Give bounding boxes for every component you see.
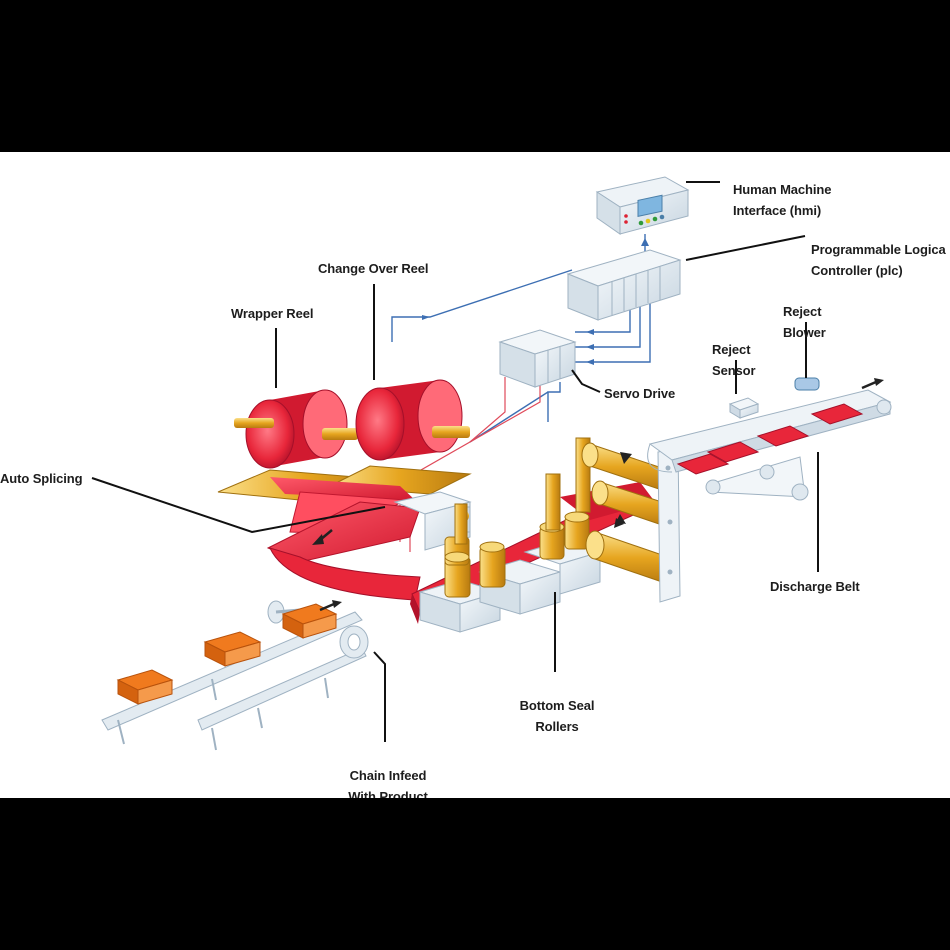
label-servo-drive: Servo Drive [604, 386, 676, 401]
infeed-products [116, 603, 338, 705]
infeed-arrow-icon [319, 600, 342, 612]
end-seal-rollers [581, 442, 681, 603]
packaging-machine-illustration [91, 176, 892, 751]
reject-sensor-icon [728, 397, 760, 419]
wrapper-reel [234, 389, 358, 469]
signal-lines [391, 234, 651, 443]
bottom-letterbox [0, 798, 950, 950]
chain-infeed-conveyor [101, 600, 369, 751]
hmi-panel [595, 176, 690, 235]
plc-rack [566, 249, 682, 321]
label-change-over-reel: Change Over Reel [318, 261, 429, 276]
servo-drive [498, 329, 577, 388]
discharge-products [676, 403, 864, 475]
label-wrapper-reel: Wrapper Reel [231, 306, 314, 321]
discharge-arrow-icon [861, 378, 884, 390]
top-letterbox [0, 0, 950, 152]
label-auto-splicing: Auto Splicing [0, 471, 83, 486]
change-over-reel [355, 379, 470, 461]
bottom-seal-rollers [418, 437, 602, 633]
leader-lines [91, 181, 819, 742]
reject-blower-icon [794, 377, 820, 391]
discharge-belt [647, 389, 892, 501]
label-discharge-belt: Discharge Belt [770, 579, 860, 594]
